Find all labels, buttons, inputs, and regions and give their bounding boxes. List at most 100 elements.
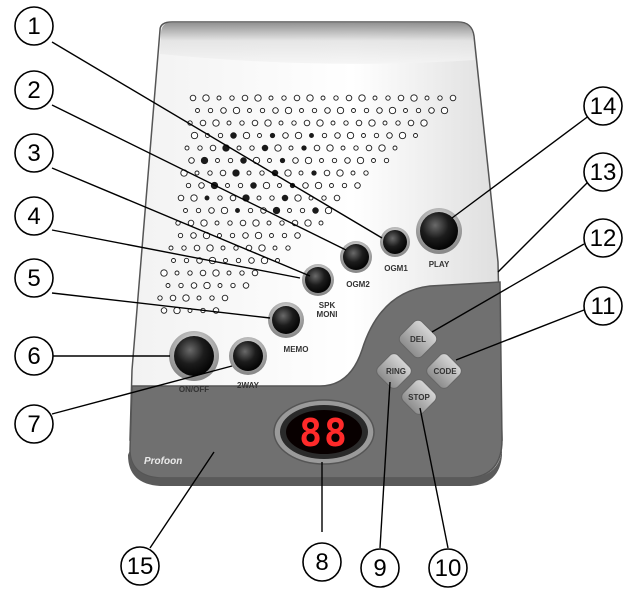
code-button[interactable] — [424, 351, 464, 391]
grille-hole — [281, 194, 289, 202]
grille-hole — [392, 145, 398, 151]
grille-hole — [303, 119, 311, 127]
grille-hole — [233, 245, 239, 251]
grille-hole — [225, 183, 230, 188]
grille-hole — [188, 157, 195, 164]
callout-number: 12 — [590, 225, 617, 252]
ogm1-label: OGM1 — [384, 264, 408, 273]
grille-hole — [207, 170, 213, 176]
grille-hole — [185, 182, 192, 189]
leader-9 — [379, 381, 391, 549]
grille-hole — [227, 157, 234, 164]
on-off-button[interactable] — [169, 331, 219, 381]
grille-hole — [361, 133, 366, 138]
grille-hole — [415, 107, 422, 114]
leader-2 — [51, 104, 347, 251]
spk-moni-button[interactable] — [302, 264, 334, 296]
grille-hole — [229, 232, 236, 239]
grille-hole — [217, 132, 224, 139]
grille-hole — [306, 94, 314, 102]
leader-3 — [51, 167, 311, 277]
stop-label: STOP — [408, 393, 430, 402]
grille-hole — [230, 282, 236, 289]
speaker-grille — [157, 94, 457, 315]
callout-number: 9 — [373, 555, 386, 582]
grille-hole — [230, 132, 237, 139]
grille-hole — [344, 157, 351, 164]
grille-hole — [321, 195, 327, 201]
grille-hole — [160, 307, 168, 314]
memo-button[interactable] — [268, 302, 304, 338]
grille-hole — [371, 158, 376, 163]
grille-hole — [249, 145, 255, 151]
grille-hole — [239, 120, 245, 126]
callout-10: 10 — [428, 548, 468, 588]
callout-number: 13 — [590, 159, 617, 186]
grille-hole — [200, 219, 208, 227]
grille-hole — [194, 170, 200, 176]
leader-11 — [455, 309, 585, 361]
grille-hole — [240, 157, 247, 164]
grille-hole — [272, 245, 278, 251]
grille-hole — [330, 120, 336, 126]
grille-hole — [229, 194, 237, 202]
grille-hole — [292, 157, 299, 164]
grille-hole — [363, 107, 370, 114]
grille-hole — [284, 169, 292, 177]
grille-hole — [171, 258, 176, 263]
grille-hole — [236, 145, 242, 151]
grille-hole — [259, 107, 266, 114]
grille-hole — [197, 145, 203, 151]
grille-hole — [363, 170, 369, 176]
grille-hole — [334, 132, 341, 139]
grille-hole — [378, 144, 386, 152]
grille-hole — [195, 207, 202, 214]
ogm1-button[interactable] — [380, 227, 410, 257]
grille-hole — [346, 131, 355, 140]
grille-hole — [227, 220, 233, 226]
del-button[interactable] — [397, 318, 439, 360]
grille-hole — [248, 257, 255, 264]
play-button[interactable] — [416, 208, 462, 254]
grille-hole — [420, 119, 428, 127]
grille-hole — [333, 194, 341, 202]
display-digits: 88 — [299, 411, 349, 455]
two-way-button[interactable] — [229, 337, 267, 375]
grille-hole — [440, 106, 449, 115]
grille-hole — [264, 119, 272, 127]
ogm2-button[interactable] — [340, 241, 372, 273]
spk-label: SPK — [319, 301, 336, 310]
grille-hole — [193, 244, 201, 252]
grille-hole — [212, 269, 220, 277]
grille-hole — [237, 182, 244, 189]
grille-hole — [293, 94, 301, 102]
grille-hole — [196, 295, 202, 301]
grille-hole — [221, 294, 229, 302]
grille-hole — [160, 269, 168, 277]
grille-hole — [372, 95, 378, 101]
grille-hole — [204, 195, 210, 201]
stop-button[interactable] — [399, 377, 439, 417]
grille-hole — [235, 257, 242, 264]
grille-hole — [341, 182, 348, 189]
grille-hole — [304, 219, 312, 227]
grille-hole — [187, 270, 193, 276]
leader-15 — [149, 451, 215, 549]
grille-hole — [376, 107, 383, 114]
grille-hole — [281, 232, 288, 239]
grille-hole — [351, 108, 356, 113]
grille-hole — [157, 295, 163, 301]
grille-hole — [214, 220, 220, 226]
grille-hole — [241, 94, 249, 102]
callout-number: 11 — [591, 293, 616, 320]
leader-7 — [51, 365, 233, 415]
grille-hole — [321, 132, 328, 139]
grille-hole — [304, 156, 313, 165]
grille-hole — [223, 258, 228, 263]
grille-hole — [323, 169, 331, 177]
grille-hole — [336, 169, 344, 177]
ring-label: RING — [386, 367, 406, 376]
grille-hole — [343, 120, 349, 126]
grille-hole — [395, 120, 401, 126]
ring-button[interactable] — [374, 351, 414, 391]
